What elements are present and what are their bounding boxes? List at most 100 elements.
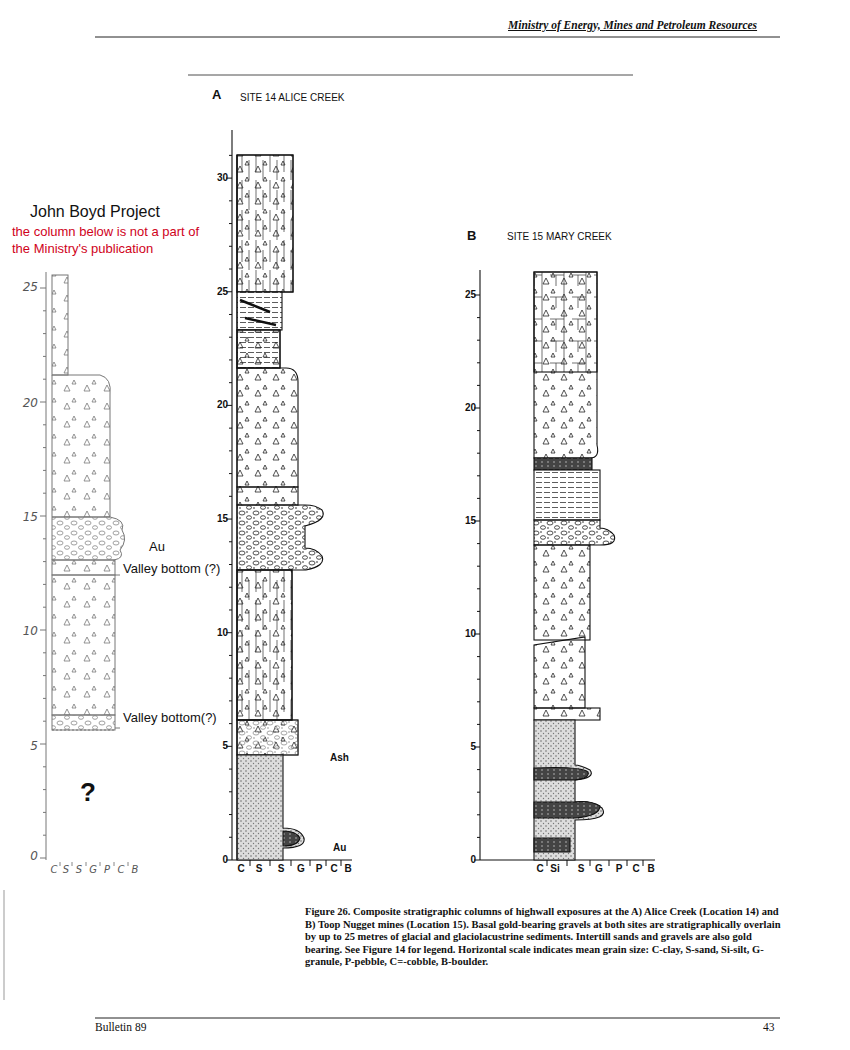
axis-tick xyxy=(477,588,480,589)
grain-size-letter: B xyxy=(132,864,139,876)
axis-tick xyxy=(40,402,46,403)
page-rules xyxy=(4,37,780,1018)
axis-tick xyxy=(43,766,46,767)
axis-tick xyxy=(43,835,46,836)
depth-number: 0 xyxy=(222,854,228,866)
axis-tick xyxy=(229,564,232,565)
depth-number: 0 xyxy=(470,854,476,866)
grain-size-letter: C xyxy=(118,864,125,876)
axis-tick xyxy=(229,814,232,815)
axis-tick xyxy=(43,379,46,380)
axis-tick xyxy=(477,475,480,476)
axis-tick xyxy=(100,862,101,866)
axis-tick xyxy=(229,791,232,792)
axis-tick xyxy=(43,356,46,357)
grain-size-letter: S xyxy=(578,863,585,875)
grain-size-letter: B xyxy=(647,863,654,875)
axis-tick xyxy=(229,609,232,610)
depth-number: 15 xyxy=(465,515,476,527)
axis-tick xyxy=(477,679,480,680)
gold-marker: Au xyxy=(333,842,346,854)
depth-number: 5 xyxy=(470,741,476,753)
alice-creek-column xyxy=(232,130,352,860)
axis-tick xyxy=(229,769,232,770)
grain-size-letter: S xyxy=(63,864,69,876)
page-header: Ministry of Energy, Mines and Petroleum … xyxy=(508,19,757,32)
axis-tick xyxy=(72,862,73,866)
axis-tick xyxy=(43,310,46,311)
page-footer: Bulletin 89 xyxy=(95,1021,146,1034)
axis-tick xyxy=(60,862,61,866)
column-title: SITE 14 ALICE CREEK xyxy=(240,92,345,104)
axis-tick xyxy=(477,385,480,386)
valley-bottom-note: Valley bottom (?) xyxy=(121,562,222,577)
depth-number: 10 xyxy=(23,625,38,639)
mary-creek-column xyxy=(480,270,655,860)
axis-tick xyxy=(43,698,46,699)
axis-tick xyxy=(40,744,46,745)
axis-tick xyxy=(229,587,232,588)
axis-tick xyxy=(43,584,46,585)
axis-tick xyxy=(229,700,232,701)
axis-tick xyxy=(43,607,46,608)
axis-tick xyxy=(477,837,480,838)
axis-tick xyxy=(567,860,568,866)
grain-size-letter: C xyxy=(51,864,58,876)
grain-size-letter: P xyxy=(616,863,623,875)
axis-tick xyxy=(229,450,232,451)
axis-tick xyxy=(590,860,591,866)
grain-size-letter: G xyxy=(595,863,603,875)
axis-tick xyxy=(40,288,46,289)
grain-size-letter: C xyxy=(330,863,337,875)
axis-tick xyxy=(609,860,610,866)
axis-tick xyxy=(643,860,644,866)
axis-tick xyxy=(40,630,46,631)
grain-size-letter: B xyxy=(344,863,351,875)
john-boyd-column xyxy=(46,272,125,860)
axis-tick xyxy=(477,814,480,815)
axis-tick xyxy=(477,340,480,341)
axis-tick xyxy=(547,860,548,866)
grain-size-letter: G xyxy=(89,864,97,876)
grain-size-letter: P xyxy=(316,863,323,875)
axis-tick xyxy=(43,812,46,813)
axis-tick xyxy=(40,858,46,859)
depth-number: 15 xyxy=(217,513,228,525)
depth-number: 10 xyxy=(465,628,476,640)
grain-size-letter: C xyxy=(237,863,244,875)
gold-marker: Au xyxy=(147,540,167,555)
axis-tick xyxy=(43,333,46,334)
grain-size-letter: P xyxy=(104,864,110,876)
grain-size-letter: S xyxy=(76,864,82,876)
axis-tick xyxy=(43,652,46,653)
axis-tick xyxy=(229,473,232,474)
depth-number: 10 xyxy=(217,627,228,639)
page-number: 43 xyxy=(763,1021,775,1034)
grain-size-letter: S xyxy=(278,863,285,875)
axis-tick xyxy=(229,269,232,270)
axis-tick xyxy=(229,223,232,224)
axis-tick xyxy=(229,723,232,724)
axis-tick xyxy=(310,860,311,866)
axis-tick xyxy=(43,424,46,425)
valley-bottom-note: Valley bottom(?) xyxy=(121,711,219,726)
axis-tick xyxy=(43,470,46,471)
axis-tick xyxy=(477,430,480,431)
axis-tick xyxy=(229,200,232,201)
axis-tick xyxy=(229,655,232,656)
axis-tick xyxy=(326,860,327,866)
grain-size-letter: G xyxy=(297,863,305,875)
depth-number: 5 xyxy=(222,740,228,752)
axis-tick xyxy=(229,496,232,497)
axis-tick xyxy=(229,678,232,679)
grain-size-letter: C xyxy=(536,863,543,875)
axis-tick xyxy=(477,566,480,567)
axis-tick xyxy=(43,789,46,790)
depth-number: 25 xyxy=(217,286,228,298)
column-letter: A xyxy=(212,88,221,103)
axis-tick xyxy=(229,837,232,838)
axis-tick xyxy=(477,701,480,702)
axis-ticks xyxy=(40,155,643,866)
depth-number: 0 xyxy=(30,850,38,864)
